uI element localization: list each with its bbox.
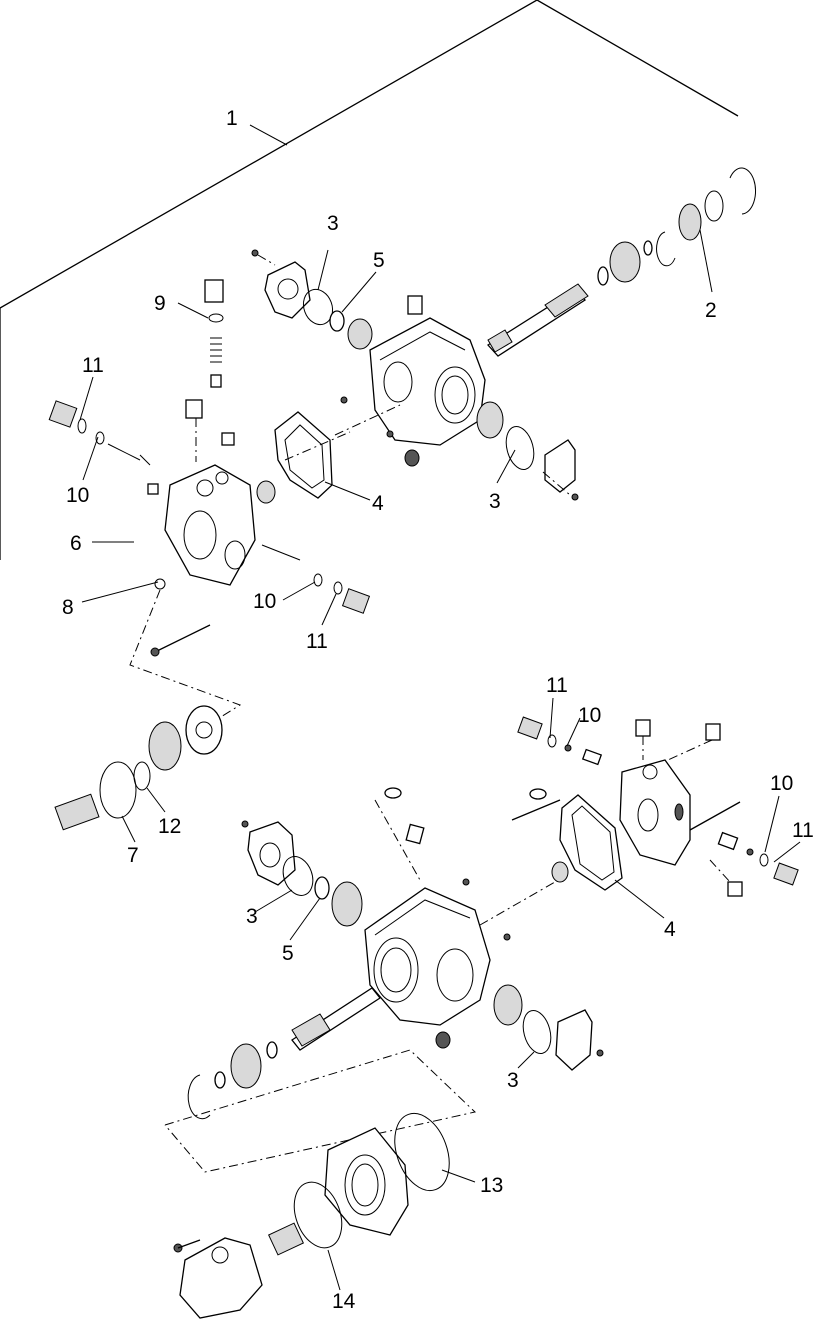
- callout-4-lower: 4: [664, 918, 676, 941]
- callout-12: 12: [158, 815, 181, 838]
- gear-pump-parts: [54, 705, 223, 831]
- callout-5-lower: 5: [282, 942, 294, 965]
- bearing-upper-lower: [476, 401, 504, 439]
- gasket-4-upper: [274, 411, 333, 499]
- callout-8: 8: [62, 596, 74, 619]
- snap-ring-upper-mid: [656, 231, 676, 267]
- snap-ring-upper-large: [729, 167, 757, 215]
- callout-11-upper-right: 11: [306, 630, 328, 653]
- coupling-7: [54, 793, 100, 831]
- callout-7: 7: [127, 844, 139, 867]
- upper-pump-assembly: [48, 167, 757, 657]
- flange-housing: [324, 1127, 409, 1236]
- plug-11-upper-left: [48, 400, 78, 428]
- callout-11-lower-top: 11: [546, 674, 568, 697]
- bearing-lower-right: [493, 984, 523, 1026]
- o-ring-3-lower-right: [522, 1009, 552, 1055]
- lower-drive-shaft: [291, 987, 381, 1051]
- oil-seal-5-lower: [314, 876, 330, 900]
- long-bolt: [154, 624, 211, 653]
- callout-10-upper-right: 10: [253, 590, 276, 613]
- washer-upper-2: [704, 190, 724, 222]
- o-ring-3-upper-right: [505, 425, 535, 471]
- lower-right-cover: [555, 1009, 593, 1071]
- callout-10-lower-top: 10: [578, 704, 601, 727]
- callout-14: 14: [332, 1290, 356, 1313]
- callout-2: 2: [705, 299, 717, 322]
- upper-main-housing: [340, 295, 486, 467]
- oil-seal-2: [678, 203, 702, 241]
- callout-labels: 1 2 3 5 9 11 10 3 4 6 8 10 11 11 10 12 7…: [62, 107, 814, 1313]
- callout-5-upper: 5: [373, 249, 385, 272]
- coupling-lower: [267, 1222, 305, 1256]
- o-ring-3-upper: [302, 288, 334, 326]
- callout-3-upper: 3: [327, 212, 339, 235]
- o-ring-12: [133, 761, 151, 791]
- upper-drive-shaft: [486, 283, 589, 357]
- bearing-lower-shaft: [230, 1043, 262, 1089]
- plug-11-lower-top: [517, 716, 543, 740]
- callout-4-upper: 4: [372, 492, 384, 515]
- snap-ring-upper-small: [597, 266, 609, 286]
- bearing-upper-left: [347, 318, 373, 350]
- oil-seal-5-upper: [329, 310, 345, 332]
- gear-plate: [185, 705, 223, 755]
- lower-dashed-box: [164, 1049, 477, 1173]
- lower-cover-plate: [247, 821, 296, 886]
- gasket-4-lower: [559, 794, 623, 891]
- callout-11-lower-right: 11: [792, 819, 814, 842]
- upper-cover-plate: [251, 249, 311, 319]
- o-ring-7: [99, 761, 137, 819]
- callout-13: 13: [480, 1174, 503, 1197]
- plug-11-lower-right: [773, 862, 799, 886]
- gear-pump-lower: [173, 1237, 263, 1319]
- callout-10-lower-right: 10: [770, 772, 793, 795]
- leader-lines: [79, 229, 801, 1291]
- callout-10-upper-left: 10: [66, 484, 89, 507]
- callout-1: 1: [226, 107, 238, 130]
- plug-11-upper-right: [341, 588, 371, 614]
- upper-valve-block: [164, 399, 276, 586]
- washer-upper-1: [643, 240, 653, 256]
- assembly-bracket: [0, 0, 739, 560]
- o-ring-14: [293, 1181, 343, 1249]
- bearing-upper-right: [609, 241, 641, 283]
- o-ring-3-lower: [282, 856, 314, 896]
- o-ring-13: [394, 1112, 450, 1192]
- callout-3-upper-right: 3: [489, 490, 501, 513]
- snap-ring-lower: [187, 1074, 211, 1120]
- callout-3-lower-right: 3: [507, 1069, 519, 1092]
- upper-right-cover: [544, 439, 576, 493]
- upper-connection-lines: [129, 404, 571, 731]
- bearing-gear: [148, 721, 182, 771]
- lower-valve-block: [511, 719, 743, 897]
- callout-3-lower-left: 3: [246, 905, 258, 928]
- callout-9: 9: [154, 292, 166, 315]
- callout-11-upper-left: 11: [82, 354, 104, 377]
- lower-main-housing: [364, 787, 556, 1049]
- callout-6: 6: [70, 532, 82, 555]
- bearing-lower-left: [331, 881, 363, 927]
- relief-valve-stack: [204, 279, 224, 388]
- lower-pump-assembly: [164, 716, 799, 1319]
